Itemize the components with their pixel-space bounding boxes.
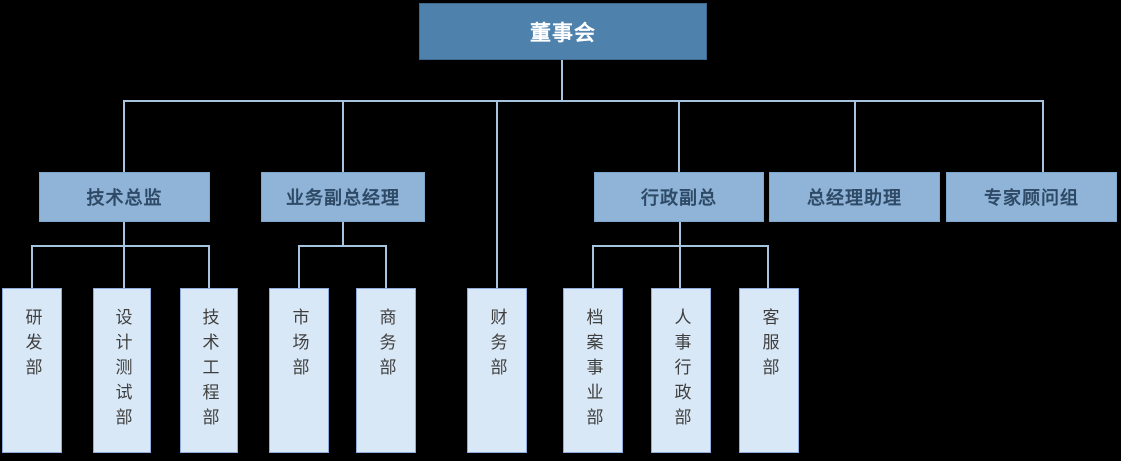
org-node-commerce-dept-label: 商务部 bbox=[376, 308, 396, 383]
connector-biz-rail bbox=[298, 245, 387, 247]
connector-top-rail bbox=[123, 100, 1044, 102]
org-node-rd-dept[interactable]: 研发部 bbox=[2, 288, 62, 453]
org-node-board[interactable]: 董事会 bbox=[419, 3, 707, 60]
org-node-gm-assistant[interactable]: 总经理助理 bbox=[769, 172, 940, 222]
connector-drop-expert bbox=[1042, 100, 1044, 172]
connector-drop-admin bbox=[678, 100, 680, 172]
org-node-hr-admin-dept[interactable]: 人事行政部 bbox=[651, 288, 711, 453]
org-node-tech-engineering-dept-label: 技术工程部 bbox=[199, 308, 219, 433]
connector-admin-trunk bbox=[679, 222, 681, 288]
connector-drop-market bbox=[298, 245, 300, 288]
connector-drop-biz bbox=[342, 100, 344, 172]
org-node-tech-director-label: 技术总监 bbox=[86, 188, 163, 208]
org-node-rd-dept-label: 研发部 bbox=[22, 308, 42, 383]
org-node-gm-assistant-label: 总经理助理 bbox=[807, 188, 902, 208]
connector-drop-eng bbox=[208, 245, 210, 288]
org-node-expert-group-label: 专家顾问组 bbox=[984, 188, 1079, 208]
connector-drop-finance bbox=[496, 100, 498, 288]
org-node-business-vgm-label: 业务副总经理 bbox=[286, 188, 400, 208]
connector-biz-trunk bbox=[342, 222, 344, 246]
connector-drop-archive bbox=[592, 245, 594, 288]
org-node-customer-service-dept[interactable]: 客服部 bbox=[739, 288, 799, 453]
org-node-marketing-dept-label: 市场部 bbox=[289, 308, 309, 383]
org-node-board-label: 董事会 bbox=[530, 21, 596, 45]
connector-drop-service bbox=[767, 245, 769, 288]
connector-root-trunk bbox=[561, 60, 563, 102]
org-node-admin-vp[interactable]: 行政副总 bbox=[594, 172, 764, 222]
connector-drop-commerce bbox=[385, 245, 387, 288]
org-node-design-test-dept-label: 设计测试部 bbox=[112, 308, 132, 433]
org-node-hr-admin-dept-label: 人事行政部 bbox=[671, 308, 691, 433]
connector-drop-rd bbox=[31, 245, 33, 288]
connector-tech-trunk bbox=[123, 222, 125, 288]
org-node-customer-service-dept-label: 客服部 bbox=[759, 308, 779, 383]
org-node-admin-vp-label: 行政副总 bbox=[641, 188, 717, 208]
org-node-finance-dept-label: 财务部 bbox=[487, 308, 507, 383]
org-node-archive-dept[interactable]: 档案事业部 bbox=[563, 288, 623, 453]
connector-admin-rail bbox=[592, 245, 769, 247]
org-node-marketing-dept[interactable]: 市场部 bbox=[269, 288, 329, 453]
org-node-finance-dept[interactable]: 财务部 bbox=[467, 288, 527, 453]
org-node-tech-director[interactable]: 技术总监 bbox=[39, 172, 210, 222]
org-node-commerce-dept[interactable]: 商务部 bbox=[356, 288, 416, 453]
org-node-archive-dept-label: 档案事业部 bbox=[583, 308, 603, 433]
org-node-design-test-dept[interactable]: 设计测试部 bbox=[93, 288, 151, 453]
org-node-expert-group[interactable]: 专家顾问组 bbox=[946, 172, 1117, 222]
org-node-tech-engineering-dept[interactable]: 技术工程部 bbox=[180, 288, 238, 453]
connector-tech-rail bbox=[31, 245, 210, 247]
connector-drop-tech bbox=[123, 100, 125, 172]
connector-drop-assistant bbox=[854, 100, 856, 172]
org-node-business-vgm[interactable]: 业务副总经理 bbox=[261, 172, 425, 222]
